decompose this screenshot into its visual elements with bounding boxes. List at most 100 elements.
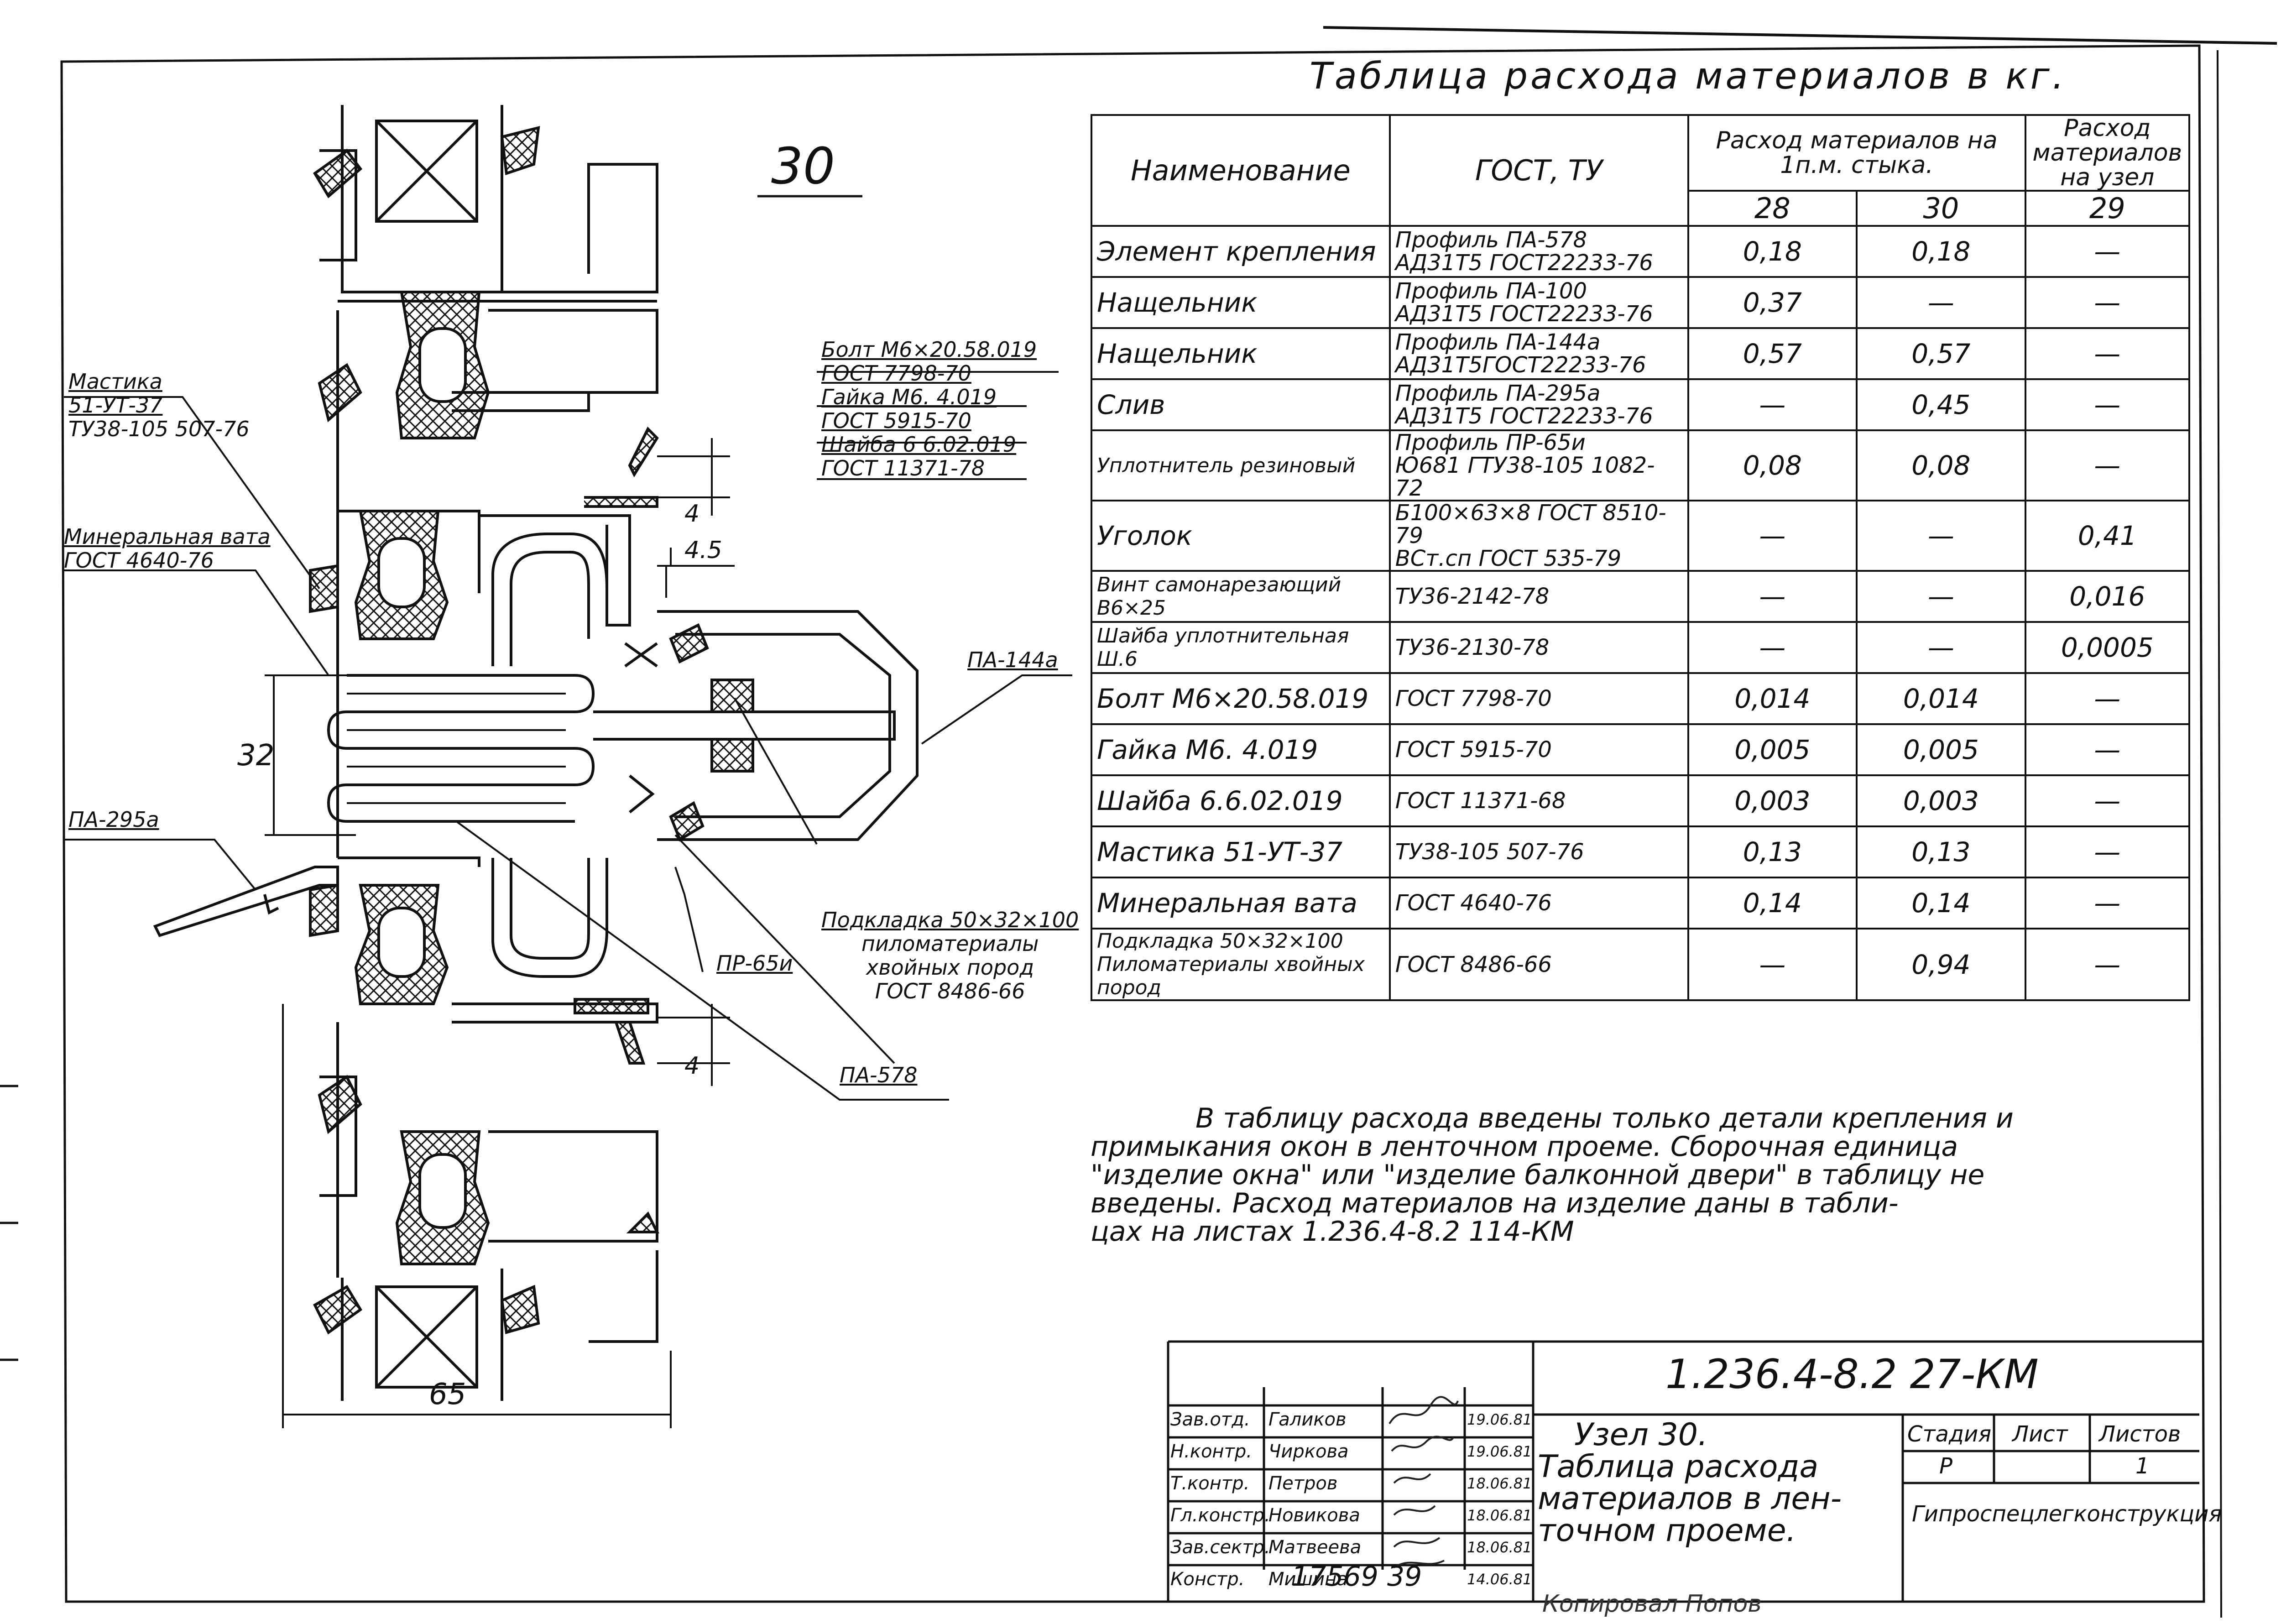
row-value-28: 0,014 (1687, 672, 1858, 725)
row-value-29: — (2024, 276, 2191, 329)
row-gost: ГОСТ 5915-70 (1388, 723, 1689, 776)
row-name: Винт самонарезающий В6×25 (1091, 570, 1391, 623)
table-title: Таблица расхода материалов в кг. (1310, 55, 2067, 97)
row-gost: ТУ36-2130-78 (1388, 621, 1689, 674)
row-gost: ГОСТ 11371-68 (1388, 774, 1689, 827)
row-gost-line2: АД31Т5 ГОСТ22233-76 (1395, 403, 1653, 429)
row-gost-line1: Профиль ПР-65и (1395, 430, 1586, 455)
document-code: 1.236.4-8.2 27-КМ (1665, 1351, 2039, 1398)
date-cell: 18.06.81 (1467, 1507, 1532, 1524)
note-line: введены. Расход материалов на изделие да… (1091, 1187, 1899, 1219)
label-podkladka-line4: ГОСТ 8486-66 (875, 979, 1025, 1003)
row-gost-line2: Ю681 ГТУ38-105 1082-72 (1395, 453, 1655, 501)
dimension-65: 65 (429, 1378, 466, 1411)
row-value-28: 0,18 (1687, 225, 1858, 278)
label-bolt-line4: ГОСТ 5915-70 (821, 408, 971, 433)
date-cell: 19.06.81 (1467, 1443, 1532, 1460)
date-cell: 18.06.81 (1467, 1539, 1532, 1556)
row-gost-line1: Б100×63×8 ГОСТ 8510-79 (1395, 500, 1666, 548)
row-value-30: — (1856, 276, 2026, 329)
row-value-30: 0,45 (1856, 378, 2026, 431)
note-line: В таблицу расхода введены только детали … (1195, 1102, 2014, 1134)
note-line: цах на листах 1.236.4-8.2 114-КМ (1091, 1216, 1574, 1248)
label-podkladka-line1: Подкладка 50×32×100 (821, 908, 1079, 932)
role-cell: Зав.сектр. (1170, 1537, 1270, 1558)
materials-table: Наименование ГОСТ, ТУ Расход материалов … (1091, 114, 2191, 1001)
header-name: Наименование (1091, 114, 1391, 227)
date-cell: 18.06.81 (1467, 1475, 1532, 1492)
note-line: примыкания окон в ленточном проеме. Сбор… (1091, 1131, 1958, 1163)
label-mastika-line1: Мастика (68, 369, 162, 394)
row-value-28: 0,08 (1687, 429, 1858, 501)
header-gost: ГОСТ, ТУ (1388, 114, 1689, 227)
row-gost: ГОСТ 7798-70 (1388, 672, 1689, 725)
row-value-30: 0,005 (1856, 723, 2026, 776)
row-name: Болт М6×20.58.019 (1091, 672, 1391, 725)
label-bolt-line1: Болт М6×20.58.019 (821, 337, 1037, 362)
stage-value: Р (1939, 1453, 1952, 1479)
note-paragraph: В таблицу расхода введены только детали … (1091, 1104, 2186, 1246)
row-gost-line2: ВСт.сп ГОСТ 535-79 (1395, 546, 1622, 571)
date-cell: 14.06.81 (1467, 1571, 1532, 1588)
row-value-30: — (1856, 570, 2026, 623)
label-bolt-line2: ГОСТ 7798-70 (821, 361, 971, 386)
row-value-28: 0,37 (1687, 276, 1858, 329)
label-pa295a-text: ПА-295а (68, 807, 159, 832)
row-gost: ТУ38-105 507-76 (1388, 825, 1689, 878)
name-cell: Новикова (1268, 1505, 1360, 1526)
label-pa578: ПА-578 (840, 1063, 917, 1087)
row-value-29: — (2024, 774, 2191, 827)
row-value-30: 0,13 (1856, 825, 2026, 878)
label-pa295a: ПА-295а (68, 808, 159, 831)
row-value-30: 0,94 (1856, 928, 2026, 1001)
row-gost: ГОСТ 4640-76 (1388, 877, 1689, 929)
row-value-28: 0,57 (1687, 327, 1858, 380)
name-cell: Галиков (1268, 1409, 1347, 1430)
label-pa578-text: ПА-578 (840, 1063, 918, 1087)
title-block-grid (1167, 1340, 2204, 1602)
sheets-value: 1 (2135, 1453, 2150, 1479)
row-value-30: — (1856, 500, 2026, 572)
row-value-29: — (2024, 327, 2191, 380)
drawing-title: Узел 30. Таблица расхода материалов в ле… (1538, 1419, 1842, 1547)
label-pr65u: ПР-65и (716, 951, 793, 975)
row-value-29: — (2024, 672, 2191, 725)
label-pa144a: ПА-144а (967, 648, 1058, 672)
row-value-29: — (2024, 877, 2191, 929)
row-value-30: 0,18 (1856, 225, 2026, 278)
row-gost-line1: Профиль ПА-295а (1395, 381, 1601, 406)
label-podkladka: Подкладка 50×32×100 пиломатериалы хвойны… (821, 908, 1079, 1003)
table-row: Минеральная вата ГОСТ 4640-76 0,14 0,14 … (1091, 877, 2191, 929)
header-col-29: 29 (2024, 190, 2191, 227)
label-mastika-line2: 51-УТ-37 (68, 393, 163, 418)
role-cell: Зав.отд. (1170, 1409, 1250, 1430)
row-gost: ГОСТ 8486-66 (1388, 928, 1689, 1001)
table-header-row: Наименование ГОСТ, ТУ Расход материалов … (1091, 114, 2191, 227)
row-name: Гайка М6. 4.019 (1091, 723, 1391, 776)
row-value-30: 0,014 (1856, 672, 2026, 725)
row-value-28: 0,005 (1687, 723, 1858, 776)
role-cell: Т.контр. (1170, 1473, 1250, 1494)
row-value-30: — (1856, 621, 2026, 674)
label-bolt-line5: Шайба 6 6.02.019 (821, 432, 1017, 457)
row-name: Уплотнитель резиновый (1091, 429, 1391, 501)
row-value-29: 0,0005 (2024, 621, 2191, 674)
row-value-29: — (2024, 378, 2191, 431)
role-cell: Констр. (1170, 1569, 1245, 1590)
date-cell: 19.06.81 (1467, 1411, 1532, 1428)
dimension-4-top: 4 (684, 500, 700, 527)
row-value-28: — (1687, 500, 1858, 572)
label-mineral-wool: Минеральная вата ГОСТ 4640-76 (64, 525, 271, 572)
title-line: Таблица расхода (1538, 1449, 1819, 1485)
title-line: Узел 30. (1574, 1417, 1708, 1453)
